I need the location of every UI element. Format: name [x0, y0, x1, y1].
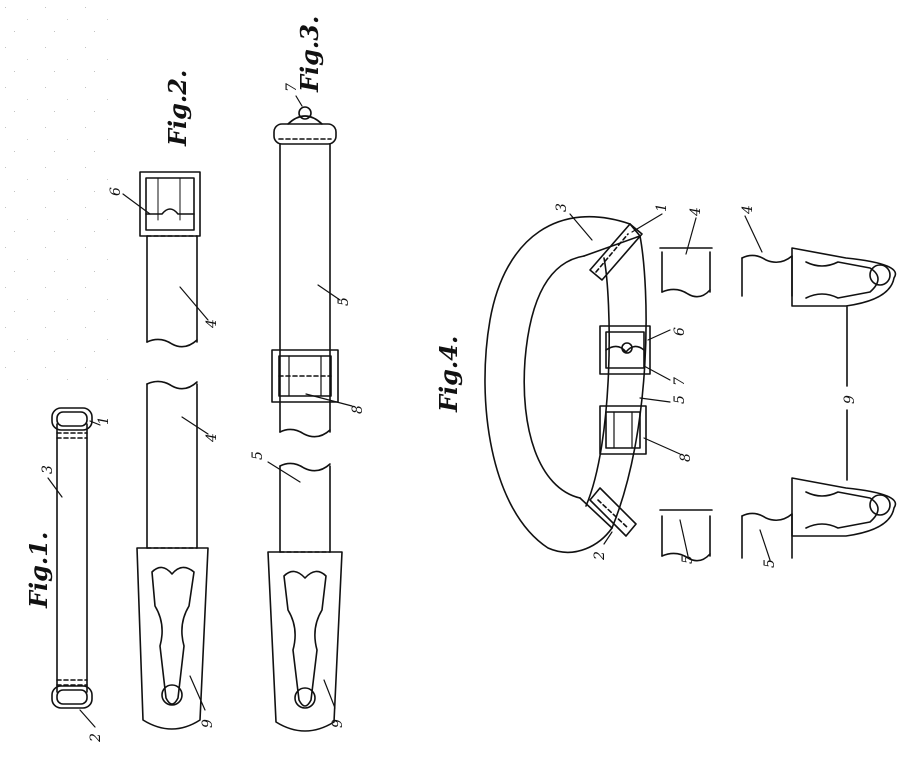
numeral-4-fig2-upper: 4 — [204, 319, 220, 329]
numeral-5-fig3-upper: 5 — [336, 297, 352, 306]
reference-numerals: 1 3 2 6 4 4 9 7 5 8 5 9 3 1 4 4 6 7 5 8 … — [40, 83, 858, 743]
figure-titles: Fig.1. Fig.2. Fig.3. Fig.4. — [24, 16, 463, 609]
numeral-5-fig4-belt: 5 — [672, 395, 688, 404]
numeral-7-fig4: 7 — [672, 377, 688, 386]
numeral-1-fig1: 1 — [96, 416, 112, 425]
fig3-drawing — [267, 95, 353, 732]
numeral-3-fig4: 3 — [554, 203, 570, 212]
numeral-4-fig4-right: 4 — [740, 205, 756, 215]
numeral-4-fig2-lower: 4 — [204, 433, 220, 443]
numeral-1-fig4: 1 — [654, 203, 670, 212]
numeral-6-fig2: 6 — [108, 187, 124, 196]
numeral-9-fig3: 9 — [330, 719, 346, 728]
numeral-7-fig3: 7 — [284, 83, 300, 92]
fig2-drawing — [122, 171, 209, 730]
fig1-drawing — [47, 407, 101, 728]
numeral-4-fig4-left: 4 — [688, 207, 704, 217]
fig4-drawing — [484, 213, 897, 562]
scan-specks — [0, 0, 110, 380]
fig3-title: Fig.3. — [295, 16, 324, 93]
numeral-6-fig4: 6 — [672, 327, 688, 336]
fig2-title: Fig.2. — [163, 70, 192, 147]
numeral-5-fig3-lower: 5 — [250, 451, 266, 460]
numeral-8-fig4: 8 — [678, 453, 694, 462]
numeral-5-fig4-right: 5 — [762, 559, 778, 568]
fig4-title: Fig.4. — [434, 336, 463, 413]
numeral-5-fig4-left: 5 — [680, 555, 696, 564]
numeral-2-fig4: 2 — [592, 551, 608, 561]
numeral-9-fig4: 9 — [842, 395, 858, 404]
numeral-8-fig3: 8 — [350, 405, 366, 414]
numeral-3-fig1: 3 — [40, 465, 56, 474]
numeral-9-fig2: 9 — [200, 719, 216, 728]
fig1-title: Fig.1. — [24, 532, 53, 609]
numeral-2-fig1: 2 — [88, 733, 104, 743]
